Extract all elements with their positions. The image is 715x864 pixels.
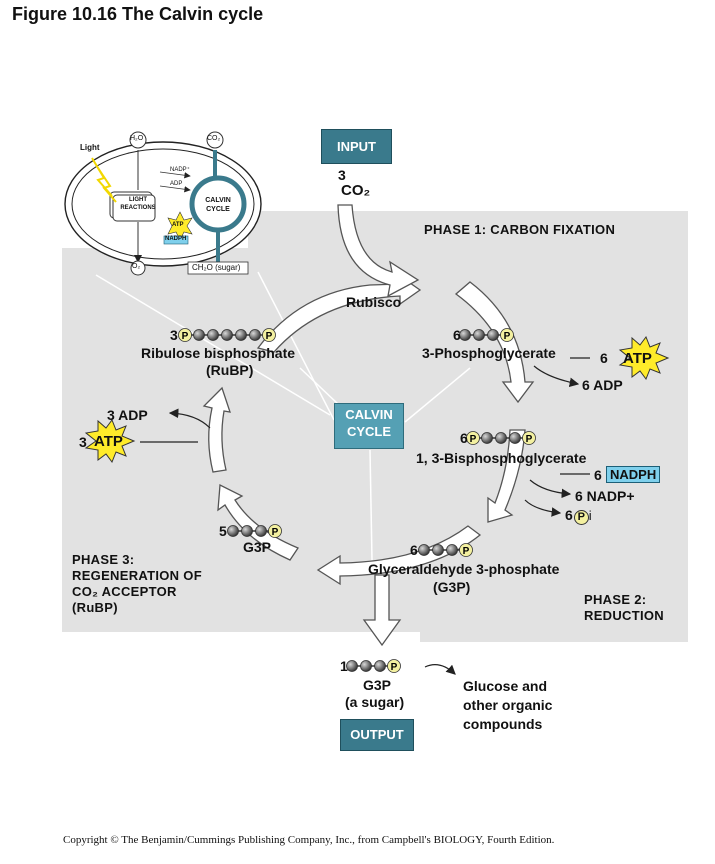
inset-atp-label: ATP bbox=[172, 222, 184, 228]
carbon-atom bbox=[193, 329, 205, 341]
carbon-atom bbox=[473, 329, 485, 341]
phosphate-group bbox=[178, 328, 192, 342]
atp-star-phase1 bbox=[618, 335, 670, 381]
regen-atp-label: ATP bbox=[94, 433, 123, 450]
carbon-atom bbox=[249, 329, 261, 341]
phosphate-symbol: P bbox=[526, 434, 533, 445]
copyright-text: Copyright © The Benjamin/Cummings Publis… bbox=[63, 834, 555, 846]
g3p5-count: 5 bbox=[219, 523, 227, 539]
g3p-abbr: (G3P) bbox=[433, 579, 471, 595]
light-label: Light bbox=[80, 143, 100, 152]
phosphate-symbol: P bbox=[182, 331, 189, 342]
rubp-abbr: (RuBP) bbox=[206, 362, 254, 378]
phosphate-group bbox=[268, 524, 282, 538]
o2-label: O₂ bbox=[132, 263, 141, 270]
carbon-atom bbox=[446, 544, 458, 556]
g3p5-chain: P bbox=[227, 524, 282, 538]
output-name: G3P bbox=[363, 677, 392, 693]
nadp-out: 6 NADP+ bbox=[575, 488, 635, 504]
output-sub: (a sugar) bbox=[345, 694, 405, 710]
atp-in-count: 6 bbox=[600, 350, 608, 366]
g3p5-name: G3P bbox=[243, 539, 272, 555]
phosphate-group bbox=[500, 328, 514, 342]
regen-adp: 3 ADP bbox=[107, 407, 148, 423]
carbon-atom bbox=[432, 544, 444, 556]
carbon-atom bbox=[207, 329, 219, 341]
bpg-name: 1, 3-Bisphosphoglycerate bbox=[416, 450, 587, 466]
input-co2: CO₂ bbox=[341, 182, 371, 199]
phosphate-group bbox=[522, 431, 536, 445]
phosphate-symbol: P bbox=[391, 662, 398, 673]
carbon-atom bbox=[346, 660, 358, 672]
sugar-label: CH₂O (sugar) bbox=[192, 263, 241, 272]
output-g3p-chain: P bbox=[346, 659, 401, 673]
phase1-label: PHASE 1: CARBON FIXATION bbox=[424, 222, 616, 237]
carbon-atom bbox=[487, 329, 499, 341]
carbon-atom bbox=[241, 525, 253, 537]
rubp-count: 3 bbox=[170, 327, 178, 343]
carbon-atom bbox=[481, 432, 493, 444]
phosphate-symbol: P bbox=[504, 331, 511, 342]
carbon-atom bbox=[509, 432, 521, 444]
g3p-count: 6 bbox=[410, 542, 418, 558]
phase2-label: PHASE 2:REDUCTION bbox=[584, 592, 664, 623]
h2o-label: H₂O bbox=[130, 135, 144, 142]
nadph-in-label: NADPH bbox=[606, 466, 661, 483]
rubp-name: Ribulose bisphosphate bbox=[141, 345, 296, 361]
carbon-atom bbox=[374, 660, 386, 672]
output-box: OUTPUT bbox=[340, 719, 414, 751]
carbon-atom bbox=[221, 329, 233, 341]
phosphate-symbol: P bbox=[272, 527, 279, 538]
regen-atp-count: 3 bbox=[79, 434, 87, 450]
carbon-atom bbox=[235, 329, 247, 341]
atp-in-label: ATP bbox=[623, 350, 652, 367]
carbon-atom bbox=[255, 525, 267, 537]
phosphate-group bbox=[459, 543, 473, 557]
bpg-count: 6 bbox=[460, 430, 468, 446]
phosphate-symbol: P bbox=[470, 434, 477, 445]
figure-title: Figure 10.16 The Calvin cycle bbox=[12, 4, 264, 24]
carbon-atom bbox=[227, 525, 239, 537]
phosphate-symbol: P bbox=[463, 546, 470, 557]
carbon-atom bbox=[495, 432, 507, 444]
input-arrow bbox=[337, 204, 420, 298]
cycle-arrows bbox=[202, 274, 535, 647]
carbon-atom bbox=[360, 660, 372, 672]
atp-star-phase3 bbox=[84, 418, 136, 464]
input-count: 3 bbox=[338, 167, 346, 183]
adp-out: 6 ADP bbox=[582, 377, 623, 393]
pga-name: 3-Phosphoglycerate bbox=[422, 345, 556, 361]
chloroplast-inset bbox=[64, 131, 262, 276]
carbon-atom bbox=[459, 329, 471, 341]
phosphate-group bbox=[387, 659, 401, 673]
pga-chain: P bbox=[459, 328, 514, 342]
inset-co2-label: CO₂ bbox=[207, 135, 221, 142]
phosphate-group bbox=[466, 431, 480, 445]
g3p-chain: P bbox=[418, 543, 473, 557]
carbon-atom bbox=[418, 544, 430, 556]
inset-nadph-label: NADPH bbox=[165, 236, 187, 242]
nadph-in-count: 6 bbox=[594, 467, 602, 483]
input-box: INPUT bbox=[321, 129, 392, 164]
rubisco-label: Rubisco bbox=[346, 294, 402, 310]
g3p-name: Glyceraldehyde 3-phosphate bbox=[368, 561, 560, 577]
phosphate-group bbox=[262, 328, 276, 342]
pga-count: 6 bbox=[453, 327, 461, 343]
inset-nadp-label: NADP⁺ bbox=[170, 167, 190, 173]
inset-adp-label: ADP bbox=[170, 181, 183, 187]
output-count: 1 bbox=[340, 658, 348, 674]
phosphate-symbol: P bbox=[266, 331, 273, 342]
